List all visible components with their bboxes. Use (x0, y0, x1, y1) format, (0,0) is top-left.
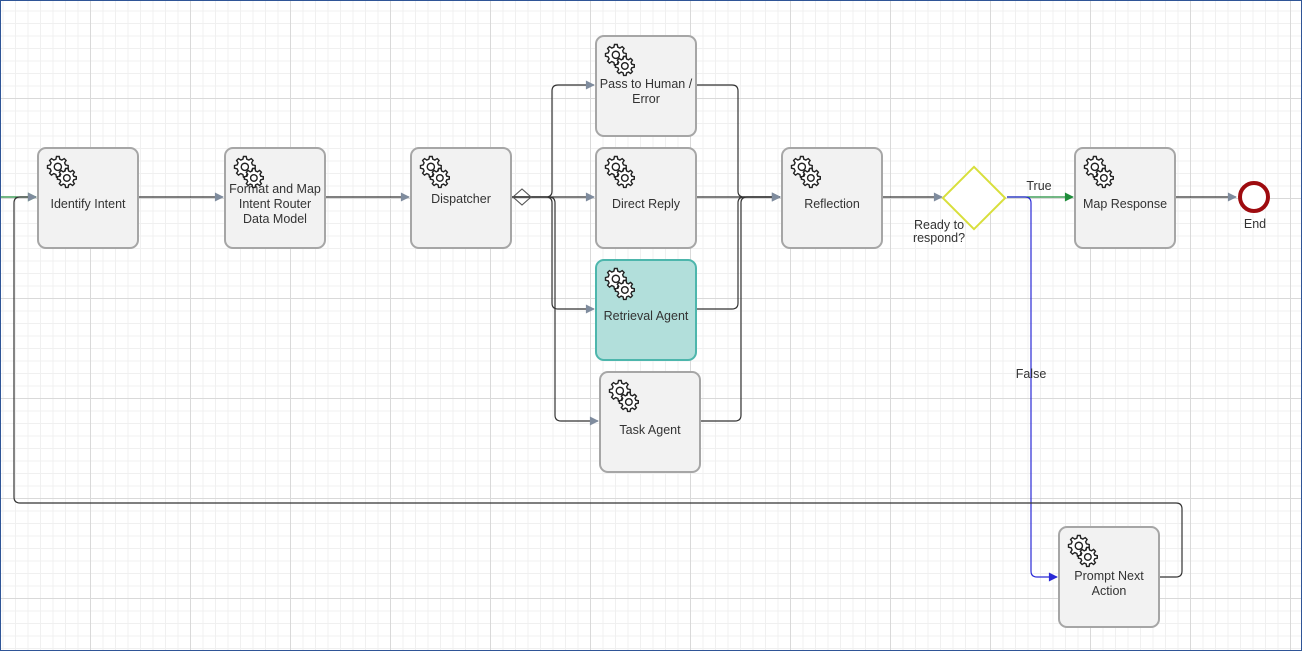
gears-icon (1067, 534, 1099, 568)
edge-label-false: False (1015, 367, 1047, 381)
task-label: Reflection (804, 196, 860, 211)
task-prompt-next-action[interactable]: Prompt Next Action (1058, 526, 1160, 628)
end-event[interactable] (1238, 181, 1270, 213)
exclusive-marker-icon (512, 188, 532, 206)
task-task-agent[interactable]: Task Agent (599, 371, 701, 473)
task-dispatcher[interactable]: Dispatcher (410, 147, 512, 249)
task-pass-to-human[interactable]: Pass to Human / Error (595, 35, 697, 137)
flow-pass-human-to-reflection[interactable] (696, 84, 781, 202)
flow-dispatcher-to-task-agent[interactable] (511, 196, 599, 426)
task-label: Pass to Human / Error (599, 77, 693, 106)
gears-icon (604, 155, 635, 189)
gears-icon (233, 155, 264, 189)
task-direct-reply[interactable]: Direct Reply (595, 147, 697, 249)
gears-icon (1083, 155, 1115, 189)
gears-icon (790, 155, 821, 189)
gears-icon (608, 379, 639, 413)
task-label: Format and Map Intent Router Data Model (229, 181, 321, 226)
task-reflection[interactable]: Reflection (781, 147, 883, 249)
edge-label-true: True (1026, 179, 1052, 193)
flow-task-agent-to-reflection[interactable] (700, 192, 781, 422)
gateway-label: Ready to respond? (912, 218, 966, 245)
flow-retrieval-to-reflection[interactable] (696, 192, 781, 310)
task-label: Direct Reply (611, 196, 681, 211)
end-event-label: End (1243, 217, 1267, 231)
flow-dispatcher-to-retrieval[interactable] (511, 196, 595, 314)
gears-icon (46, 155, 78, 189)
gears-icon (604, 267, 635, 301)
gears-icon (604, 43, 635, 77)
task-retrieval-agent[interactable]: Retrieval Agent (595, 259, 697, 361)
task-format-and-map[interactable]: Format and Map Intent Router Data Model (224, 147, 326, 249)
flow-prompt-loop-to-identify[interactable] (13, 192, 1183, 578)
task-label: Identify Intent (50, 196, 126, 211)
task-label: Prompt Next Action (1074, 569, 1144, 598)
task-label: Task Agent (619, 422, 681, 437)
task-map-response[interactable]: Map Response (1074, 147, 1176, 249)
task-label: Map Response (1082, 196, 1168, 211)
task-label: Dispatcher (431, 191, 491, 206)
gears-icon (419, 155, 450, 189)
flow-dispatcher-to-pass-human[interactable] (511, 80, 595, 198)
task-identify-intent[interactable]: Identify Intent (37, 147, 139, 249)
flow-gateway-false-to-prompt[interactable] (1007, 196, 1058, 582)
task-label: Retrieval Agent (603, 308, 689, 323)
